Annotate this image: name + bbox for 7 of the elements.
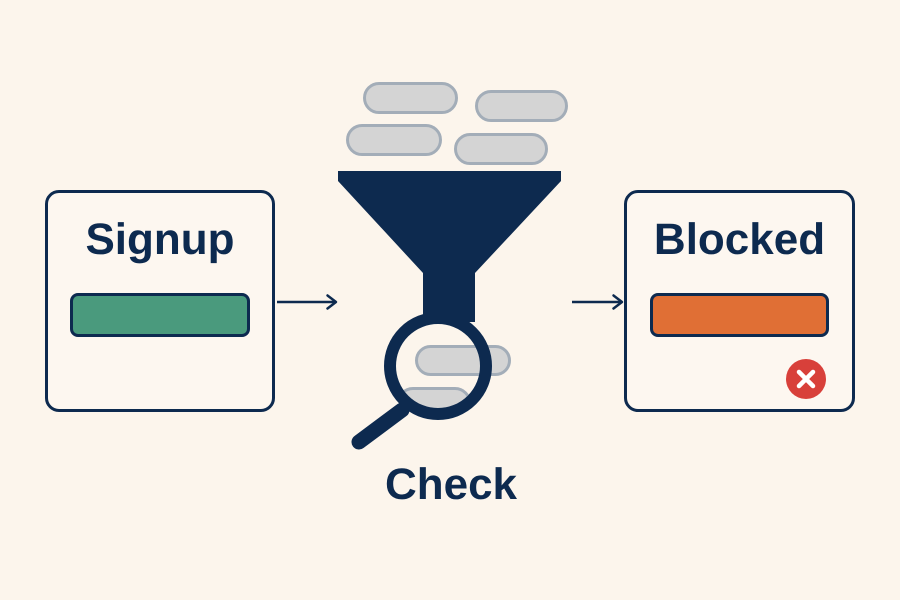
step-title: Check xyxy=(384,460,518,510)
step-title: Blocked xyxy=(654,215,826,265)
arrow xyxy=(572,294,624,310)
form-card xyxy=(45,190,275,412)
arrow xyxy=(277,294,338,310)
form-card xyxy=(624,190,855,412)
step-title: Signup xyxy=(85,215,235,265)
